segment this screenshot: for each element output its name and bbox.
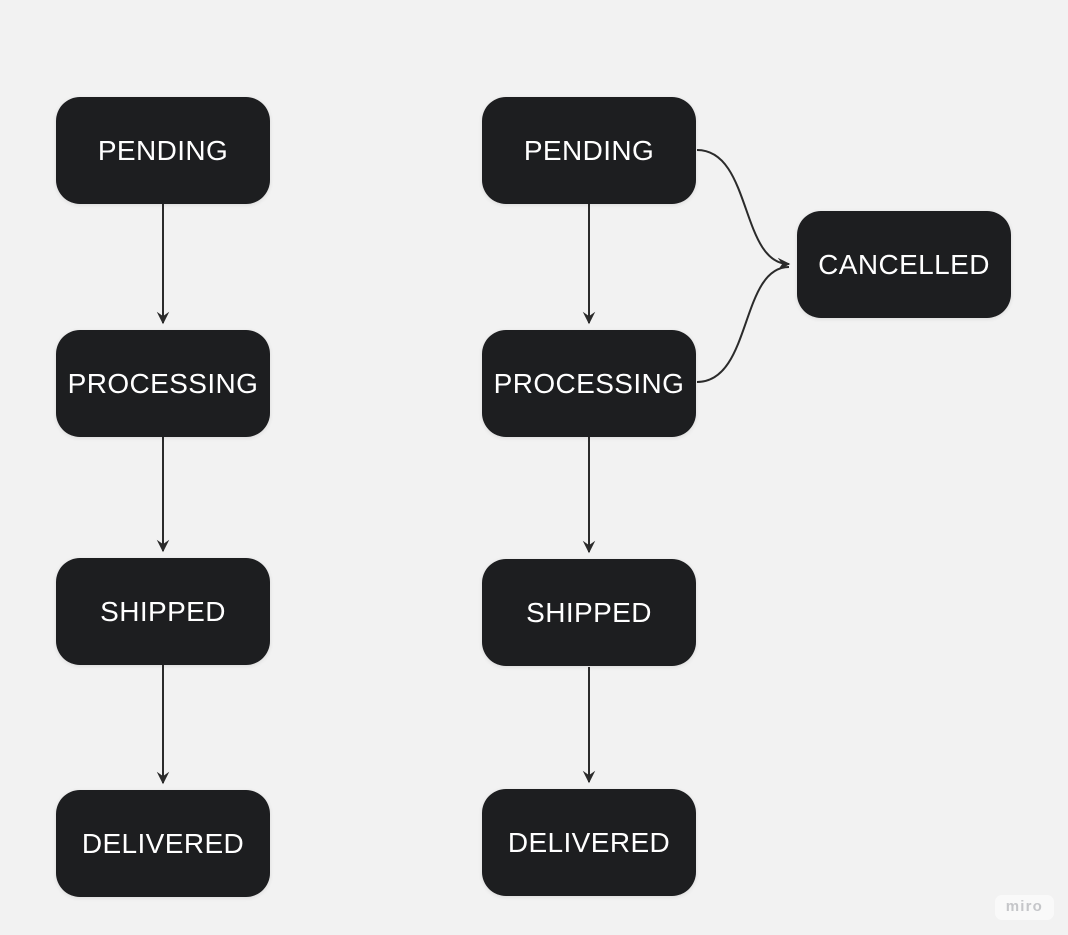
node-label: PROCESSING <box>493 367 685 399</box>
node-label: PENDING <box>97 134 229 166</box>
node-label: SHIPPED <box>100 595 226 627</box>
miro-watermark: miro <box>994 895 1054 920</box>
node-label: PENDING <box>523 134 655 166</box>
edge-right-processing-to-cancelled[interactable] <box>696 266 790 383</box>
node-label: CANCELLED <box>818 248 990 280</box>
node-right-pending[interactable]: PENDING <box>482 97 696 204</box>
node-label: DELIVERED <box>81 827 245 859</box>
node-label: SHIPPED <box>526 596 652 628</box>
node-label: DELIVERED <box>507 826 671 858</box>
edge-right-pending-to-cancelled[interactable] <box>696 149 791 271</box>
node-left-pending[interactable]: PENDING <box>56 97 270 204</box>
node-right-processing[interactable]: PROCESSING <box>482 330 696 437</box>
node-left-shipped[interactable]: SHIPPED <box>56 558 270 665</box>
node-right-delivered[interactable]: DELIVERED <box>482 789 696 896</box>
node-label: PROCESSING <box>67 367 259 399</box>
node-left-processing[interactable]: PROCESSING <box>56 330 270 437</box>
node-right-shipped[interactable]: SHIPPED <box>482 559 696 666</box>
node-right-cancelled[interactable]: CANCELLED <box>797 211 1011 318</box>
node-left-delivered[interactable]: DELIVERED <box>56 790 270 897</box>
